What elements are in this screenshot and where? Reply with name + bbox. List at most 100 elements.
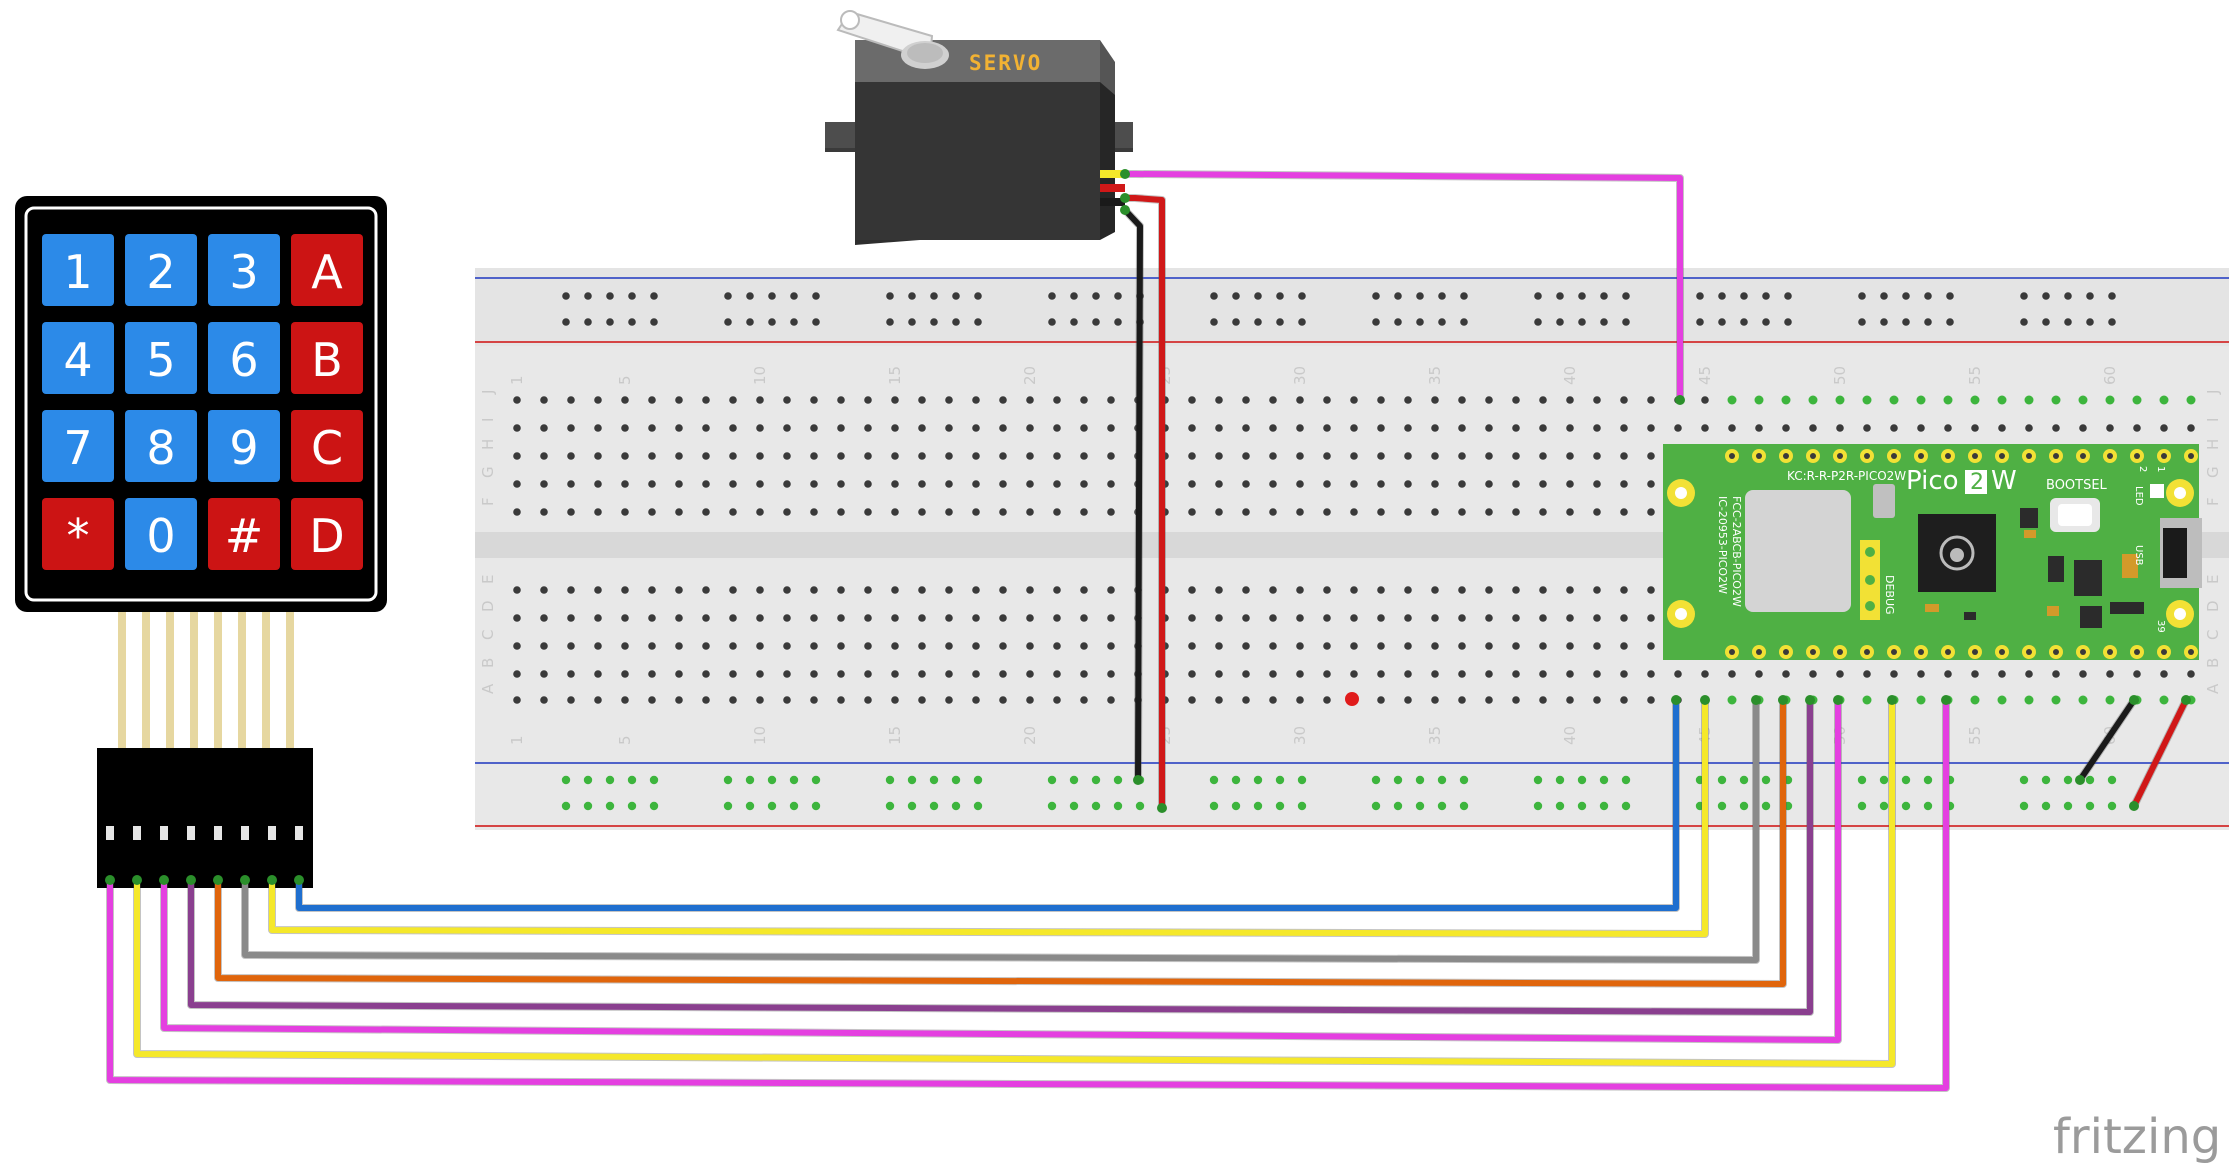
- breadboard-hole: [783, 670, 791, 678]
- breadboard-hole: [891, 452, 899, 460]
- breadboard-hole: [702, 396, 710, 404]
- rail-hole: [2020, 292, 2028, 300]
- breadboard-hole: [1782, 670, 1790, 678]
- breadboard-hole: [1026, 480, 1034, 488]
- key-c[interactable]: C: [291, 410, 363, 482]
- connected-rail-hole: [907, 801, 917, 811]
- breadboard-hole: [1701, 670, 1709, 678]
- key-9[interactable]: 9: [208, 410, 280, 482]
- breadboard-hole: [648, 670, 656, 678]
- breadboard-hole: [1242, 614, 1250, 622]
- breadboard-hole: [999, 452, 1007, 460]
- row-letter: B: [2204, 658, 2222, 668]
- rail-hole: [1114, 292, 1122, 300]
- rail-hole: [1600, 292, 1608, 300]
- breadboard-hole: [675, 614, 683, 622]
- breadboard-hole: [1647, 508, 1655, 516]
- breadboard-hole: [702, 480, 710, 488]
- keypad-wire-orange: [215, 697, 1786, 987]
- rail-hole: [1298, 318, 1306, 326]
- connected-rail-hole: [1393, 775, 1403, 785]
- connector-pin: [106, 826, 114, 840]
- key-5[interactable]: 5: [125, 322, 197, 394]
- key-1[interactable]: 1: [42, 234, 114, 306]
- key-a[interactable]: A: [291, 234, 363, 306]
- breadboard-hole: [729, 642, 737, 650]
- breadboard-hole: [1404, 452, 1412, 460]
- connected-hole: [2051, 695, 2061, 705]
- connected-rail-hole: [929, 801, 939, 811]
- row-letter: J: [2204, 390, 2222, 395]
- breadboard-hole: [1053, 670, 1061, 678]
- breadboard-hole: [945, 452, 953, 460]
- breadboard-hole: [1458, 424, 1466, 432]
- breadboard-hole: [756, 586, 764, 594]
- rail-hole: [1048, 292, 1056, 300]
- keypad-connector: [97, 748, 313, 888]
- key-3[interactable]: 3: [208, 234, 280, 306]
- breadboard-hole: [1539, 696, 1547, 704]
- connected-rail-hole: [811, 801, 821, 811]
- connector-pin: [268, 826, 276, 840]
- breadboard-hole: [1593, 480, 1601, 488]
- key-4[interactable]: 4: [42, 322, 114, 394]
- column-number: 55: [1966, 366, 1984, 385]
- breadboard-hole: [1323, 614, 1331, 622]
- rail-hole: [1114, 318, 1122, 326]
- breadboard-hole: [513, 396, 521, 404]
- breadboard-hole: [1242, 586, 1250, 594]
- breadboard-hole: [1620, 696, 1628, 704]
- breadboard-hole: [1485, 642, 1493, 650]
- breadboard-hole: [540, 396, 548, 404]
- breadboard-hole: [1620, 480, 1628, 488]
- connected-rail-hole: [1047, 775, 1057, 785]
- key-star[interactable]: *: [42, 498, 114, 570]
- rail-hole: [1946, 318, 1954, 326]
- breadboard-hole: [675, 424, 683, 432]
- breadboard-hole: [1080, 396, 1088, 404]
- connected-rail-hole: [1253, 775, 1263, 785]
- breadboard-hole: [891, 508, 899, 516]
- connected-rail-hole: [1717, 775, 1727, 785]
- connected-rail-hole: [1231, 775, 1241, 785]
- key-hash[interactable]: #: [208, 498, 280, 570]
- breadboard-hole: [945, 480, 953, 488]
- servo-label: SERVO: [969, 51, 1042, 75]
- rail-hole: [1784, 292, 1792, 300]
- breadboard-hole: [1485, 670, 1493, 678]
- key-6[interactable]: 6: [208, 322, 280, 394]
- breadboard-hole: [1269, 670, 1277, 678]
- breadboard-hole: [1053, 452, 1061, 460]
- keypad-wire-purple: [188, 697, 1813, 1015]
- key-b[interactable]: B: [291, 322, 363, 394]
- breadboard-hole: [729, 396, 737, 404]
- key-0[interactable]: 0: [125, 498, 197, 570]
- rail-hole: [1210, 292, 1218, 300]
- breadboard-hole: [999, 696, 1007, 704]
- rail-hole: [1460, 292, 1468, 300]
- key-8[interactable]: 8: [125, 410, 197, 482]
- breadboard-hole: [648, 614, 656, 622]
- key-d[interactable]: D: [291, 498, 363, 570]
- breadboard-hole: [1512, 586, 1520, 594]
- keypad-wire-pink-1: [161, 697, 1841, 1043]
- breadboard-hole: [1431, 642, 1439, 650]
- breadboard-hole: [1539, 642, 1547, 650]
- connected-hole: [1727, 695, 1737, 705]
- breadboard-hole: [999, 508, 1007, 516]
- breadboard-hole: [1944, 670, 1952, 678]
- breadboard-hole: [864, 670, 872, 678]
- breadboard-hole: [1350, 586, 1358, 594]
- connected-hole: [1916, 695, 1926, 705]
- key-2[interactable]: 2: [125, 234, 197, 306]
- breadboard-hole: [1566, 670, 1574, 678]
- breadboard-hole: [513, 508, 521, 516]
- breadboard-hole: [1620, 586, 1628, 594]
- breadboard-hole: [1350, 424, 1358, 432]
- connected-rail-hole: [1761, 801, 1771, 811]
- breadboard-hole: [1026, 396, 1034, 404]
- breadboard-hole: [756, 696, 764, 704]
- key-7[interactable]: 7: [42, 410, 114, 482]
